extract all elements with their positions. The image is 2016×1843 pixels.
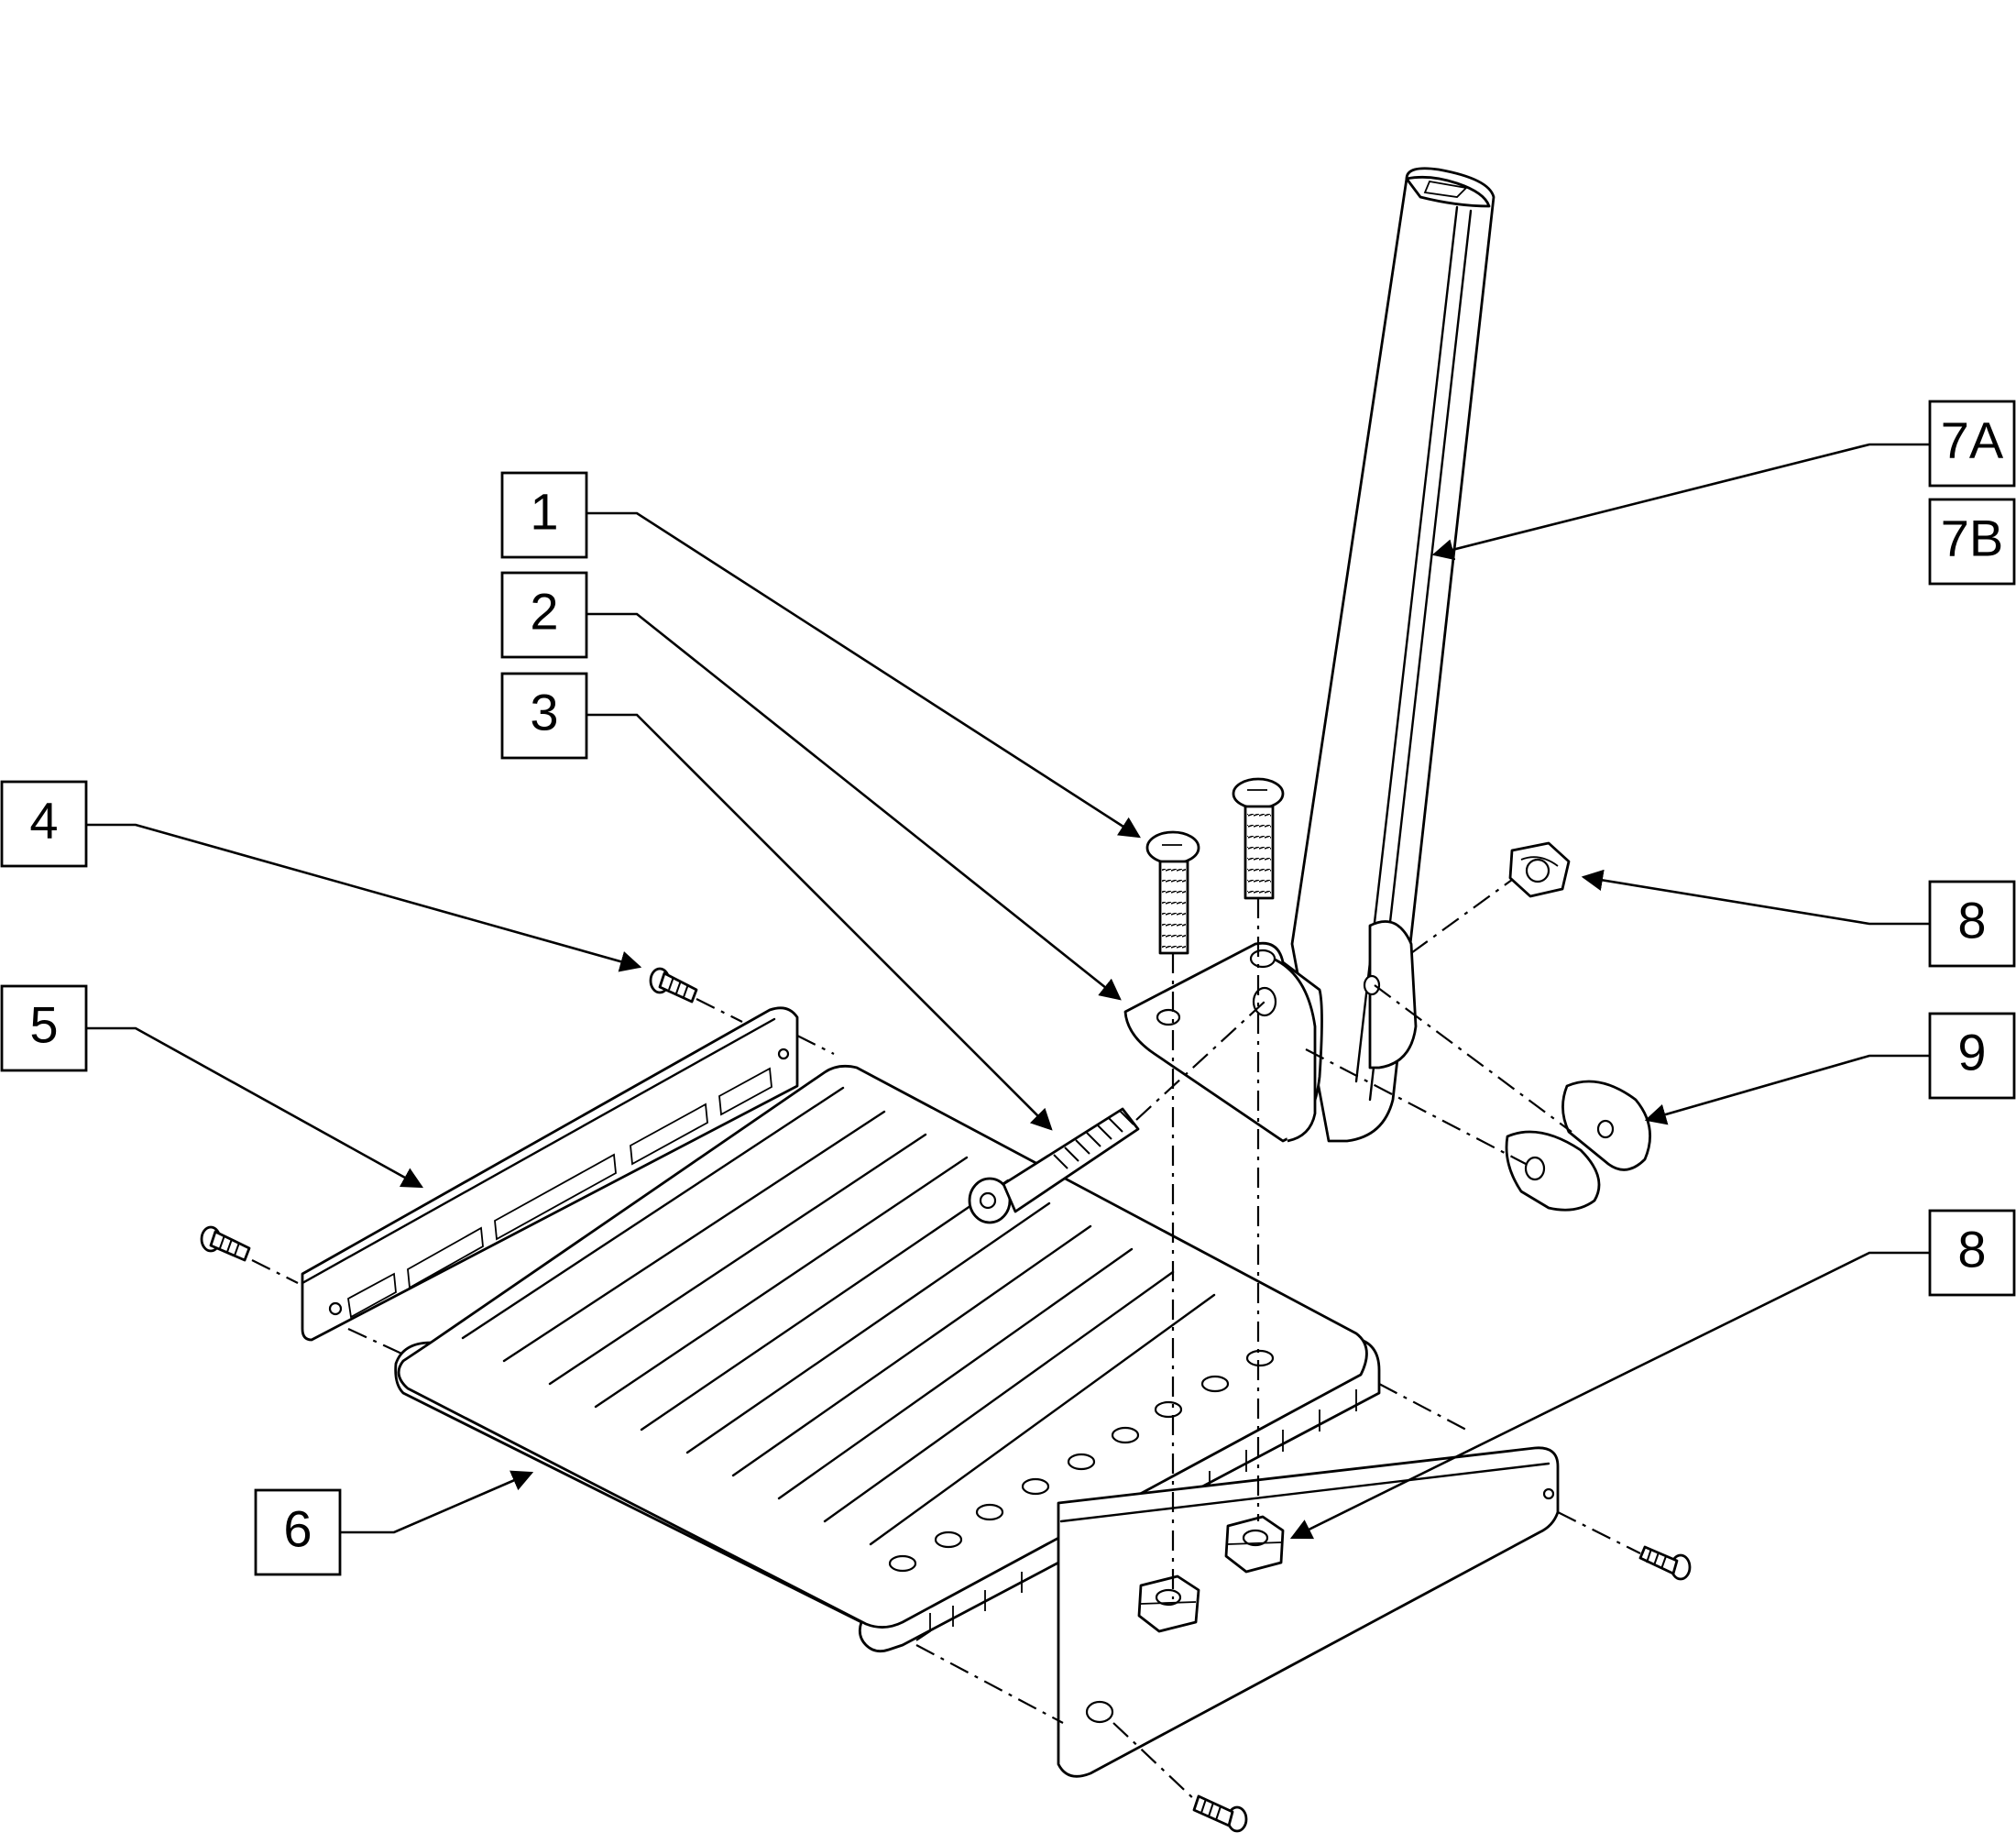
callout-1-label: 1 [530, 483, 558, 541]
callout-5-label: 5 [29, 996, 58, 1054]
callout-7b: 7B [1928, 498, 2016, 586]
front-rail-part [1057, 1446, 1560, 1778]
callout-4: 4 [0, 780, 88, 868]
callout-8-upper: 8 [1928, 880, 2016, 968]
callout-7a: 7A [1928, 400, 2016, 488]
callout-4-label: 4 [29, 792, 58, 850]
lock-nut-lower-1 [1224, 1515, 1285, 1574]
side-rail-part [301, 1006, 799, 1342]
lock-nut-lower-2 [1137, 1574, 1200, 1633]
footplate-part [394, 1064, 1381, 1653]
callout-6-label: 6 [283, 1500, 312, 1558]
mounting-screw-1 [1145, 830, 1200, 955]
callout-9-label: 9 [1957, 1024, 1986, 1081]
callout-3: 3 [500, 672, 588, 760]
pivot-bolt [968, 1107, 1140, 1224]
spacer-1 [1561, 1080, 1651, 1171]
callout-8-upper-label: 8 [1957, 892, 1986, 949]
mounting-screw-2 [1232, 777, 1285, 900]
callout-2: 2 [500, 571, 588, 659]
leader-lines [85, 443, 1930, 1540]
callout-5: 5 [0, 984, 88, 1072]
callout-3-label: 3 [530, 684, 558, 741]
callout-8-lower-label: 8 [1957, 1221, 1986, 1278]
rail-screw-left [200, 1225, 251, 1262]
callout-2-label: 2 [530, 583, 558, 641]
callout-9: 9 [1928, 1012, 2016, 1100]
spacer-2 [1505, 1130, 1601, 1212]
rail-screw-right [1638, 1545, 1692, 1581]
callout-1: 1 [500, 471, 588, 559]
leg-tube-part [1123, 167, 1496, 1143]
callout-8-lower: 8 [1928, 1209, 2016, 1297]
rail-screw-upper [649, 967, 698, 1004]
callout-6: 6 [254, 1488, 342, 1576]
rail-screw-bottom [1192, 1794, 1248, 1833]
assembly-lines [251, 879, 1641, 1802]
callout-7a-label: 7A [1941, 411, 2004, 469]
callout-7b-label: 7B [1941, 510, 2004, 567]
lock-nut-upper [1508, 841, 1571, 898]
